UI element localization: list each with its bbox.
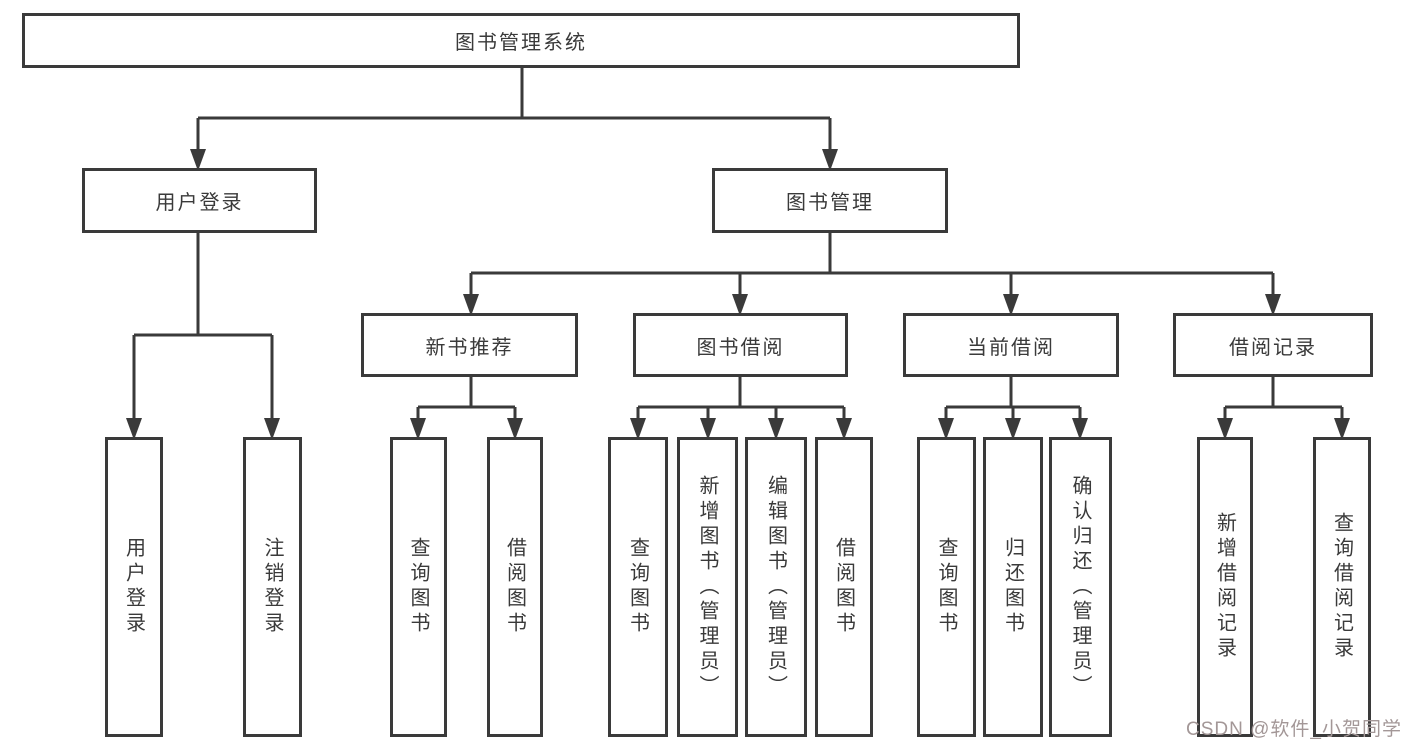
leaf-confirm-return-admin: 确认归还（管理员） bbox=[1049, 437, 1112, 737]
module-new-books-box: 新书推荐 bbox=[361, 313, 578, 377]
branch-user-login-label: 用户登录 bbox=[155, 192, 244, 214]
root-box-label: 图书管理系统 bbox=[455, 32, 587, 54]
leaf-return-books-label: 归还图书 bbox=[1001, 537, 1024, 637]
leaf-logout-login-label: 注销登录 bbox=[261, 537, 283, 637]
leaf-query-borrow-record: 查询借阅记录 bbox=[1313, 437, 1371, 737]
leaf-query-books-current: 查询图书 bbox=[917, 437, 976, 737]
leaf-user-login-label: 用户登录 bbox=[122, 537, 145, 637]
module-current-borrow-box: 当前借阅 bbox=[903, 313, 1119, 377]
branch-book-mgmt-box: 图书管理 bbox=[712, 168, 948, 233]
leaf-logout-login: 注销登录 bbox=[243, 437, 302, 737]
leaf-query-borrow-record-label: 查询借阅记录 bbox=[1330, 512, 1353, 662]
leaf-query-books-borrow: 查询图书 bbox=[608, 437, 668, 737]
leaf-borrow-books: 借阅图书 bbox=[815, 437, 873, 737]
leaf-borrow-books-new: 借阅图书 bbox=[487, 437, 543, 737]
leaf-query-books-new: 查询图书 bbox=[390, 437, 447, 737]
leaf-borrow-books-label: 借阅图书 bbox=[832, 537, 855, 637]
leaf-edit-books-admin-label: 编辑图书（管理员） bbox=[764, 474, 787, 700]
leaf-confirm-return-admin-label: 确认归还（管理员） bbox=[1069, 474, 1091, 700]
leaf-add-borrow-record: 新增借阅记录 bbox=[1197, 437, 1253, 737]
leaf-add-books-admin-label: 新增图书（管理员） bbox=[696, 474, 718, 700]
csdn-watermark: CSDN @软件_小贺同学 bbox=[1186, 719, 1402, 740]
module-new-books-label: 新书推荐 bbox=[425, 336, 514, 359]
branch-user-login-box: 用户登录 bbox=[82, 168, 317, 233]
leaf-add-borrow-record-label: 新增借阅记录 bbox=[1213, 512, 1236, 662]
module-borrow-records-label: 借阅记录 bbox=[1229, 336, 1317, 359]
leaf-query-books-new-label: 查询图书 bbox=[407, 537, 429, 637]
branch-book-mgmt-label: 图书管理 bbox=[786, 192, 874, 214]
leaf-return-books: 归还图书 bbox=[983, 437, 1043, 737]
leaf-edit-books-admin: 编辑图书（管理员） bbox=[745, 437, 807, 737]
module-book-borrow-box: 图书借阅 bbox=[633, 313, 848, 377]
module-book-borrow-label: 图书借阅 bbox=[696, 336, 785, 359]
leaf-query-books-borrow-label: 查询图书 bbox=[626, 537, 649, 637]
leaf-borrow-books-new-label: 借阅图书 bbox=[503, 537, 526, 637]
leaf-query-books-current-label: 查询图书 bbox=[935, 537, 957, 637]
module-borrow-records-box: 借阅记录 bbox=[1173, 313, 1373, 377]
module-current-borrow-label: 当前借阅 bbox=[967, 336, 1055, 359]
leaf-user-login: 用户登录 bbox=[105, 437, 163, 737]
root-box-library-system: 图书管理系统 bbox=[22, 13, 1020, 68]
leaf-add-books-admin: 新增图书（管理员） bbox=[677, 437, 738, 737]
